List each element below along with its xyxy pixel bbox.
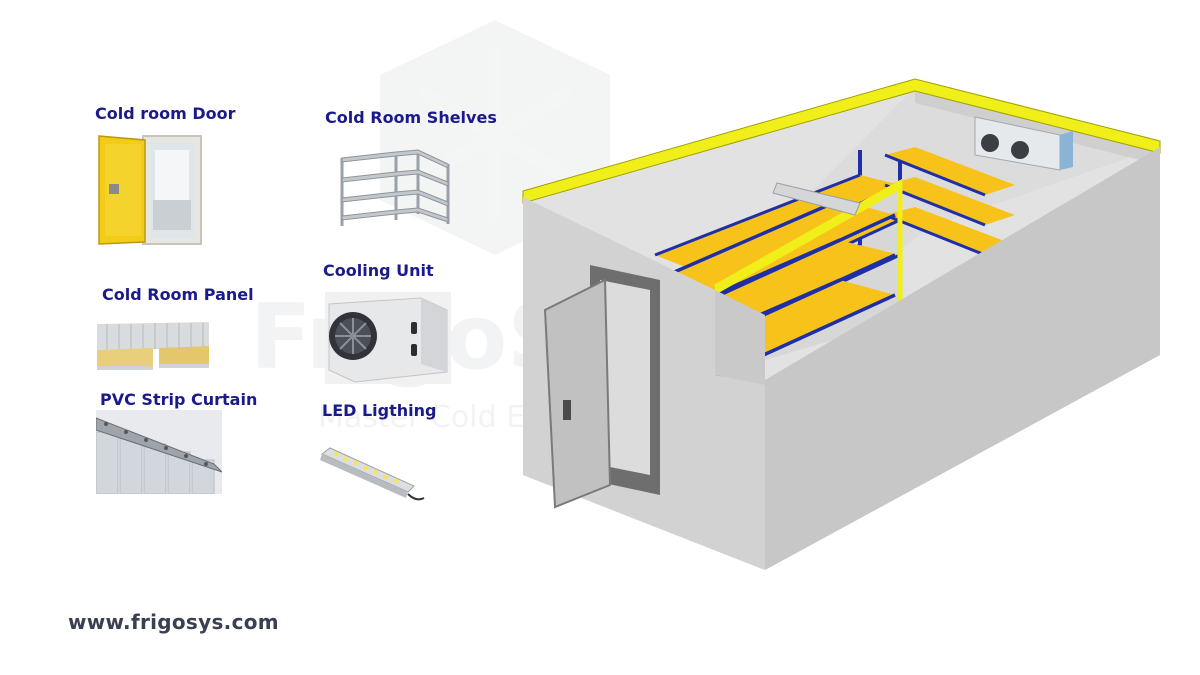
sandwich-panel-icon xyxy=(97,320,209,372)
label-led-lighting: LED Ligthing xyxy=(322,401,437,420)
shelves-icon xyxy=(340,149,450,226)
label-cold-room-shelves: Cold Room Shelves xyxy=(325,108,497,127)
cold-room-illustration xyxy=(522,78,1161,570)
cold-room-door-icon xyxy=(95,130,205,248)
label-pvc-strip-curtain: PVC Strip Curtain xyxy=(100,390,258,409)
cooling-unit-icon xyxy=(325,292,451,384)
website-url[interactable]: www.frigosys.com xyxy=(68,610,279,634)
label-cold-room-door: Cold room Door xyxy=(95,104,236,123)
room-door xyxy=(543,265,660,509)
label-cold-room-panel: Cold Room Panel xyxy=(102,285,254,304)
led-fixture xyxy=(772,182,861,216)
evaporator-unit xyxy=(974,116,1073,171)
shelving-right xyxy=(884,147,1015,257)
strip-curtain-icon xyxy=(96,410,222,494)
label-cooling-unit: Cooling Unit xyxy=(323,261,434,280)
led-light-icon xyxy=(318,440,426,510)
